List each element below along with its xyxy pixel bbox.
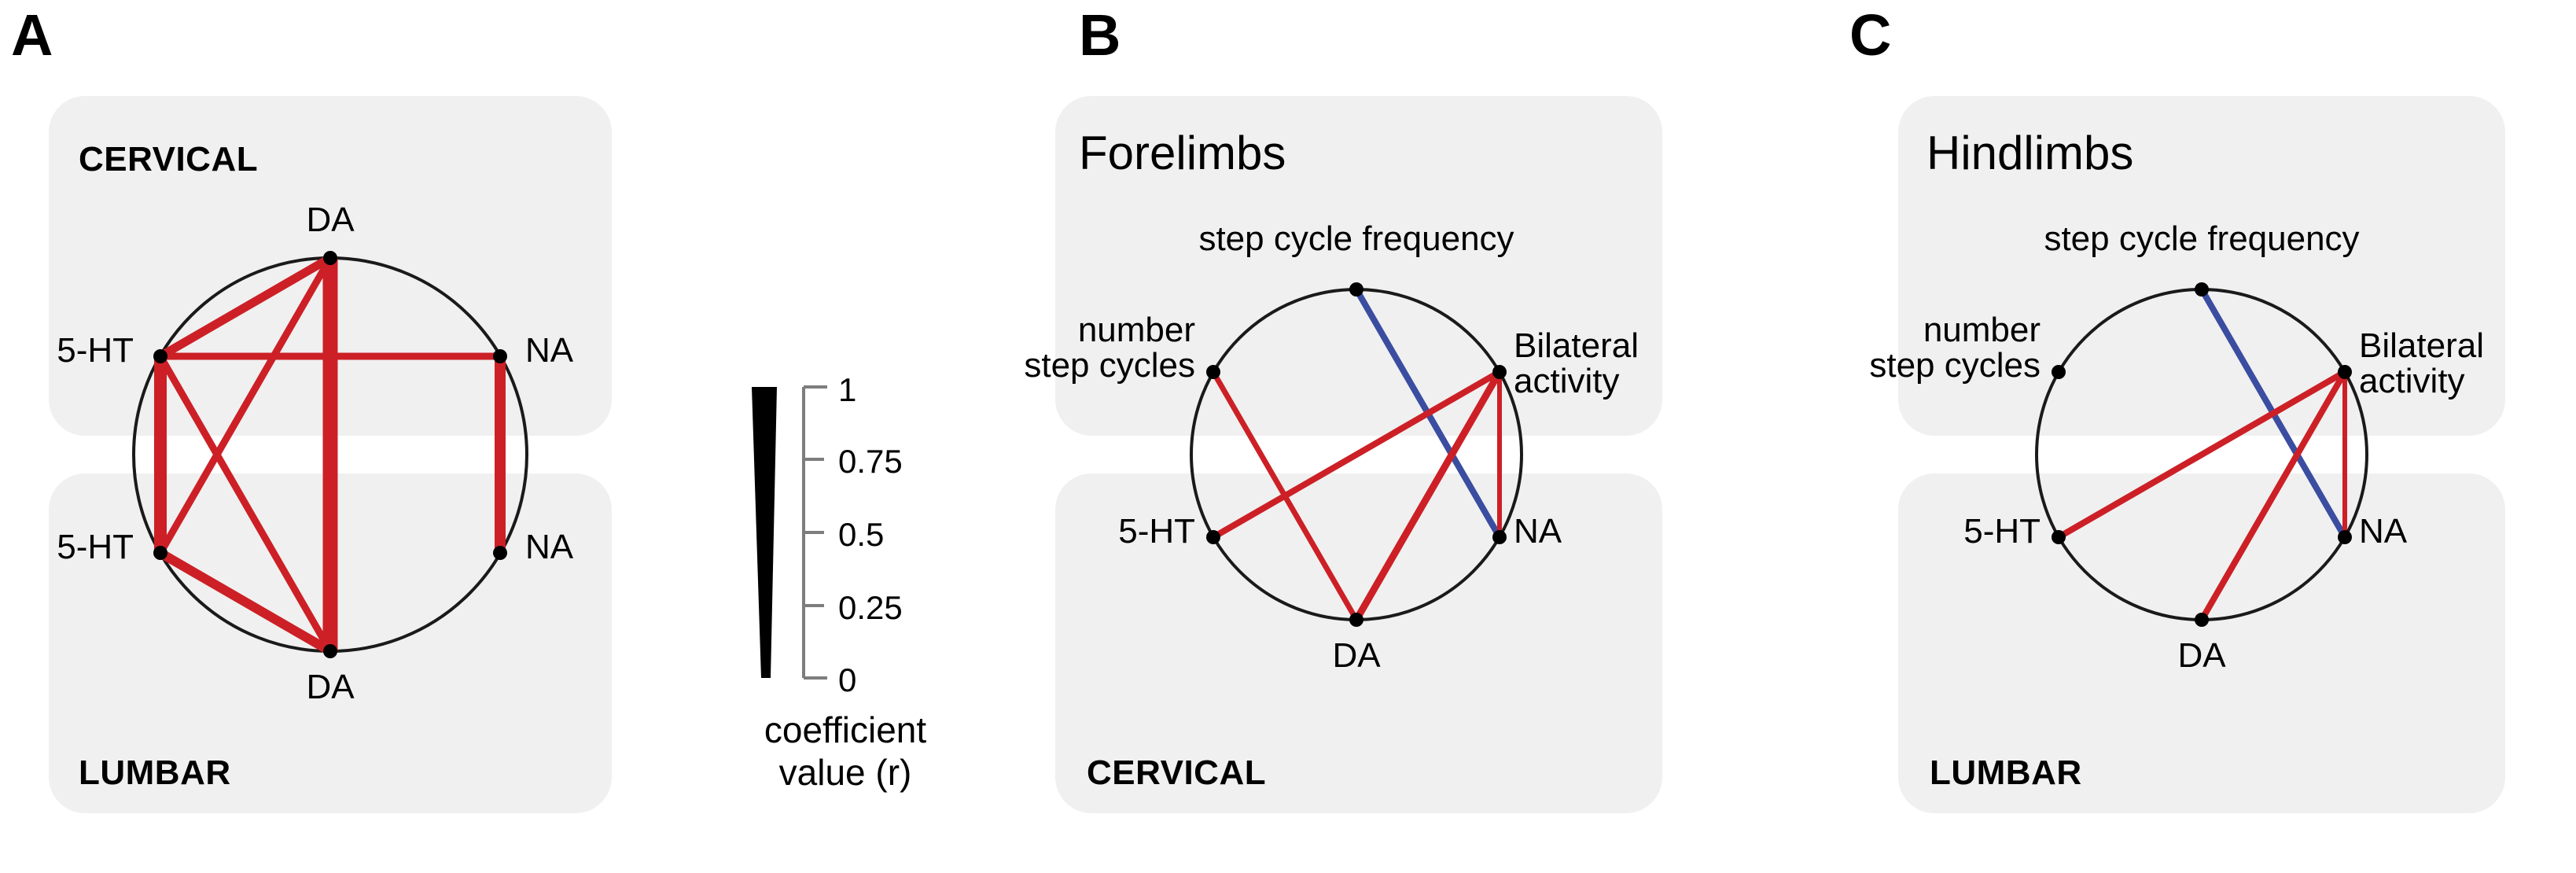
legend-tick-075: 0.75 xyxy=(838,443,903,480)
panel-b-edges xyxy=(1210,287,1503,622)
panel-c-node-number-step-cycles: number step cycles xyxy=(1869,311,2041,385)
panel-c-node-5ht: 5-HT xyxy=(1963,512,2041,551)
panel-c-node-na: NA xyxy=(2359,512,2408,551)
panel-b-node-5ht: 5-HT xyxy=(1118,512,1195,551)
panel-c-lumbar-box xyxy=(1898,473,2505,813)
panel-c-top-box xyxy=(1898,96,2505,436)
panel-c-node-bilateral-activity: Bilateral activity xyxy=(2359,326,2484,400)
panel-b-node-na: NA xyxy=(1514,512,1562,551)
panel-c-edges xyxy=(2057,287,2348,622)
panel-b-network xyxy=(1190,282,1523,627)
panel-a-node-5ht-bot: 5-HT xyxy=(57,528,134,566)
panel-a-node-da-top: DA xyxy=(306,201,355,239)
panel-letter-c: C xyxy=(1849,2,1892,68)
panel-a-node-na-bot: NA xyxy=(525,528,574,566)
panel-a-network xyxy=(132,251,528,658)
panel-b-cervical-label: CERVICAL xyxy=(1087,753,1267,792)
panel-a-node-5ht-top: 5-HT xyxy=(57,331,134,370)
panel-c-title: Hindlimbs xyxy=(1926,127,2134,179)
panel-b-node-bilateral-activity: Bilateral activity xyxy=(1514,326,1639,400)
legend-tick-05: 0.5 xyxy=(838,516,884,553)
panel-b-node-number-step-cycles: number step cycles xyxy=(1024,311,1195,385)
legend-caption-line2: value (r) xyxy=(778,752,912,793)
legend-caption-line1: coefficient xyxy=(764,709,927,750)
panel-a-node-na-top: NA xyxy=(525,331,574,370)
panel-b-cervical-box xyxy=(1055,473,1662,813)
colorbar-legend: 1 0.75 0.5 0.25 0 coefficient value (r) xyxy=(739,371,959,818)
panel-a-cervical-label: CERVICAL xyxy=(79,140,259,179)
panel-b-node-step-cycle-frequency: step cycle frequency xyxy=(1198,219,1514,258)
panel-a-node-da-bot: DA xyxy=(306,668,355,706)
panel-c-node-step-cycle-frequency: step cycle frequency xyxy=(2044,219,2360,258)
legend-tick-0: 0 xyxy=(838,661,856,698)
panel-b-title: Forelimbs xyxy=(1079,127,1286,179)
legend-tick-025: 0.25 xyxy=(838,589,903,626)
panel-b-node-da: DA xyxy=(1332,636,1381,675)
panel-c-nodes xyxy=(2052,282,2352,627)
panel-b-top-box xyxy=(1055,96,1662,436)
panel-a-edges xyxy=(154,254,506,656)
panel-c-network xyxy=(2035,282,2368,627)
panel-a-lumbar-label: LUMBAR xyxy=(79,753,231,792)
panel-c-lumbar-label: LUMBAR xyxy=(1930,753,2082,792)
panel-letter-a: A xyxy=(11,2,53,68)
panel-a-nodes xyxy=(153,251,507,658)
panel-b-nodes xyxy=(1206,282,1507,627)
panel-c-node-da: DA xyxy=(2177,636,2226,675)
panel-letter-b: B xyxy=(1079,2,1121,68)
legend-tick-1: 1 xyxy=(838,371,856,408)
